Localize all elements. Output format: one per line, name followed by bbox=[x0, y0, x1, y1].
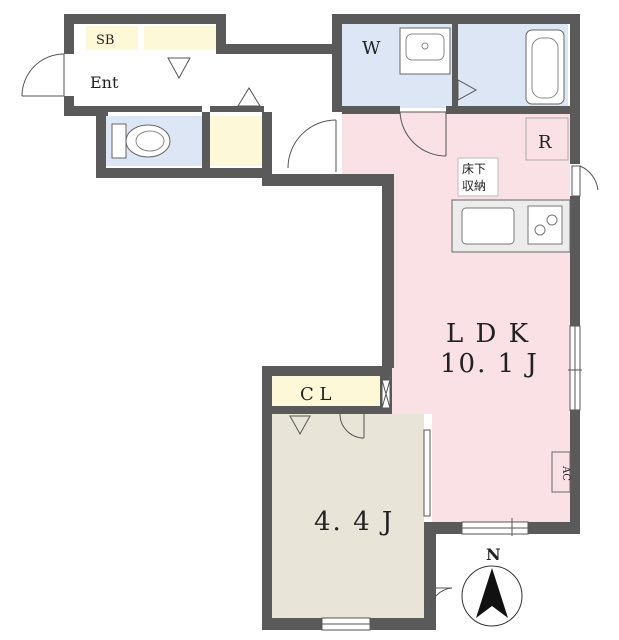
kitchen-counter bbox=[451, 199, 571, 253]
washer-label: W bbox=[362, 38, 381, 59]
aircon-label: AC bbox=[560, 465, 571, 481]
entrance-label: Ent bbox=[90, 73, 119, 92]
fridge-box bbox=[525, 117, 569, 161]
bedroom-size-label: 4. 4 J bbox=[314, 507, 394, 537]
compass: N bbox=[461, 545, 523, 627]
closet-label: C L bbox=[300, 384, 331, 405]
bedroom-floor bbox=[270, 414, 424, 618]
toilet-fixture bbox=[111, 123, 171, 159]
compass-needle-icon bbox=[476, 568, 508, 618]
fridge-label: R bbox=[538, 132, 552, 153]
underfloor-box bbox=[457, 157, 499, 197]
ldk-name-label: L D K bbox=[446, 319, 530, 349]
doors bbox=[21, 53, 599, 611]
shoebox-label: SB bbox=[96, 33, 114, 48]
ldk-size-label: 10. 1 J bbox=[440, 349, 539, 379]
washbasin bbox=[399, 27, 451, 75]
closet-floor bbox=[272, 376, 380, 406]
aircon-box bbox=[551, 451, 571, 493]
storage-floor bbox=[210, 116, 264, 166]
compass-north-label: N bbox=[486, 545, 501, 564]
underfloor-label-2: 収納 bbox=[462, 179, 486, 193]
compass-ring bbox=[461, 565, 523, 627]
underfloor-label-1: 床下 bbox=[462, 162, 486, 176]
shoebox-floor bbox=[86, 26, 138, 50]
shoebox2-floor bbox=[144, 26, 216, 50]
bathtub bbox=[525, 29, 565, 105]
windows bbox=[321, 325, 582, 631]
